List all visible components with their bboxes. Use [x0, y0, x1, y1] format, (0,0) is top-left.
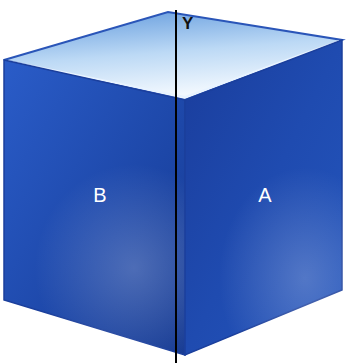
y-axis-line — [175, 10, 177, 363]
face-glow — [219, 167, 346, 363]
face-label: A — [258, 185, 271, 205]
face-label: B — [93, 185, 106, 205]
face-shape — [4, 58, 185, 355]
cube-face: A — [185, 38, 342, 355]
cube-face: B — [4, 58, 185, 355]
axis-label: Y — [182, 15, 193, 32]
